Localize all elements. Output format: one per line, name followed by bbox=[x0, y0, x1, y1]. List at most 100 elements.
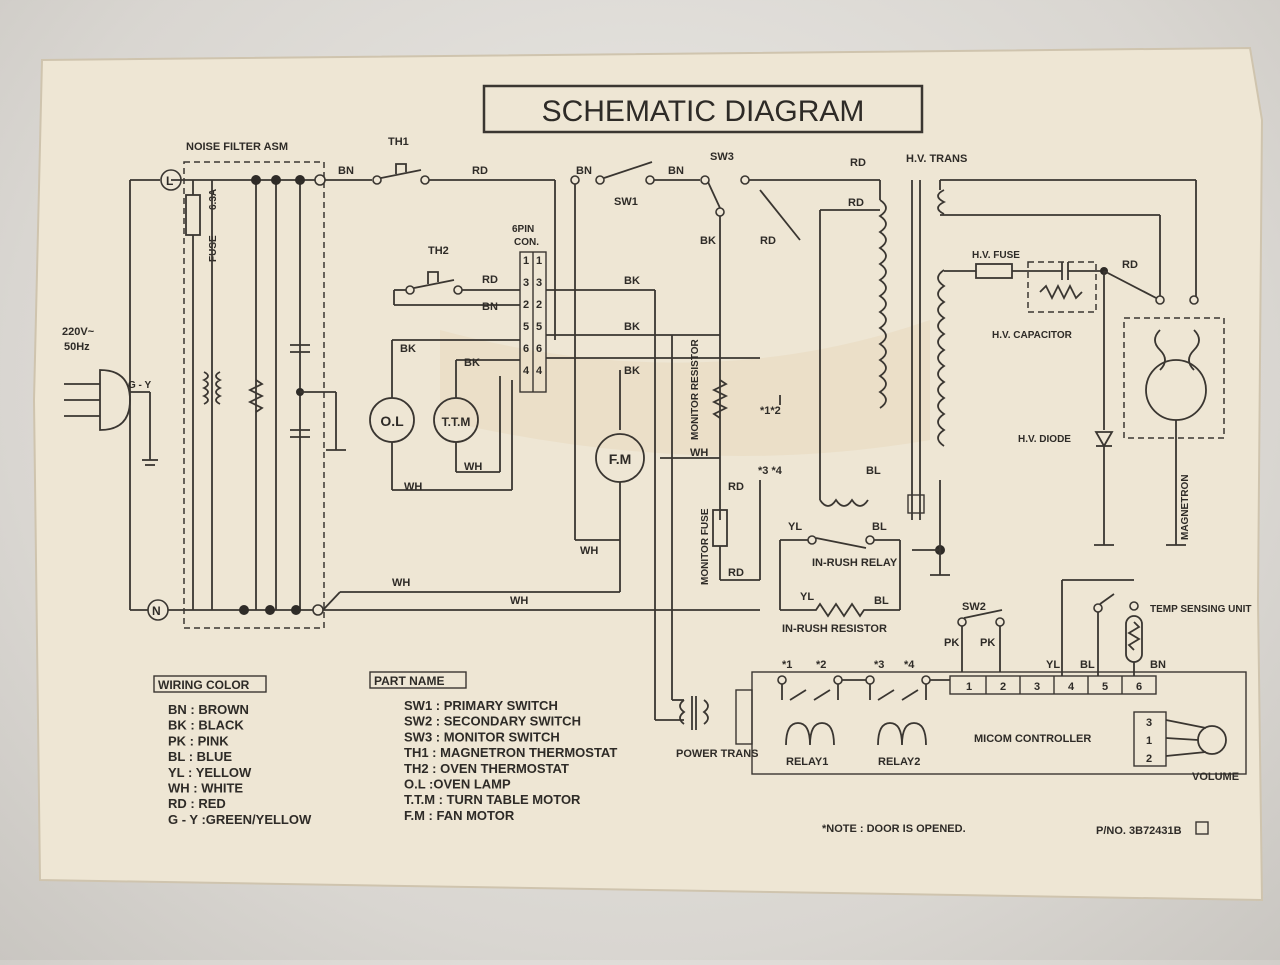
wire-label-rd-top: RD bbox=[472, 165, 488, 177]
sw2-label: SW2 bbox=[962, 601, 986, 613]
controller-board bbox=[751, 671, 1247, 775]
sw3-label: SW3 bbox=[710, 151, 734, 163]
wire-label-pk-2: PK bbox=[980, 637, 995, 649]
hv-transformer bbox=[878, 180, 947, 555]
fuse-label: FUSE bbox=[208, 235, 219, 262]
controller-pin-number: 4 bbox=[1068, 681, 1075, 693]
micom-pin-number: 2 bbox=[1146, 753, 1152, 765]
connector-pin-left: 6 bbox=[523, 343, 529, 355]
volume-control bbox=[1165, 719, 1227, 757]
power-transformer bbox=[655, 696, 709, 730]
connector-6pin-label: 6PIN bbox=[512, 224, 534, 235]
wire-label-bl-2: BL bbox=[872, 521, 887, 533]
wire-label-rd-sw3: RD bbox=[760, 235, 776, 247]
micom-controller-label: MICOM CONTROLLER bbox=[974, 733, 1091, 745]
oven-lamp-label: O.L bbox=[380, 413, 404, 429]
relay1-mark-2: *2 bbox=[816, 659, 826, 671]
paper bbox=[32, 46, 1264, 902]
magnetron bbox=[1123, 295, 1225, 546]
wire-label-wh-fm: WH bbox=[580, 545, 598, 557]
wire-label-yl-2: YL bbox=[800, 591, 814, 603]
inrush-relay-coil bbox=[819, 498, 869, 507]
th1-label: TH1 bbox=[388, 136, 409, 148]
ground-wire-label: G - Y bbox=[128, 380, 151, 391]
volume-label: VOLUME bbox=[1192, 771, 1239, 783]
wire-label-bn-sw3: BN bbox=[668, 165, 684, 177]
noise-filter-box bbox=[183, 161, 325, 629]
part-name-item: O.L :OVEN LAMP bbox=[404, 777, 511, 792]
wiring-color-item: BL : BLUE bbox=[168, 749, 232, 764]
wire-label-bl-1: BL bbox=[866, 465, 881, 477]
wiring-color-item: PK : PINK bbox=[168, 733, 229, 748]
relay1-label: RELAY1 bbox=[786, 756, 828, 768]
part-name-item: F.M : FAN MOTOR bbox=[404, 808, 515, 823]
hv-capacitor-label: H.V. CAPACITOR bbox=[992, 330, 1073, 341]
connector-pin-right: 6 bbox=[536, 343, 542, 355]
relay2-coil bbox=[877, 722, 927, 746]
fan-motor-label: F.M bbox=[609, 451, 632, 467]
relay2-label: RELAY2 bbox=[878, 756, 920, 768]
relay2-mark-4: *4 bbox=[904, 659, 915, 671]
controller-pin-number: 5 bbox=[1102, 681, 1108, 693]
connector-pin-right: 2 bbox=[536, 299, 542, 311]
wire-label-wh-ttm: WH bbox=[464, 461, 482, 473]
part-name-item: TH1 : MAGNETRON THERMOSTAT bbox=[404, 745, 617, 760]
temp-sensing-unit bbox=[1093, 593, 1143, 676]
connector-pin-left: 1 bbox=[523, 255, 529, 267]
supply-frequency: 50Hz bbox=[64, 341, 90, 353]
page-title: SCHEMATIC DIAGRAM bbox=[542, 95, 865, 128]
relay2-contacts bbox=[865, 675, 931, 701]
micom-pin-number: 1 bbox=[1146, 735, 1152, 747]
wire-label-rd-mf2: RD bbox=[728, 567, 744, 579]
wire-label-rd-th2: RD bbox=[482, 274, 498, 286]
turntable-motor-label: T.T.M bbox=[442, 415, 471, 429]
wiring-color-item: RD : RED bbox=[168, 796, 226, 811]
noise-filter-label: NOISE FILTER ASM bbox=[186, 141, 288, 153]
sw1-label: SW1 bbox=[614, 196, 638, 208]
monitor-resistor-label: MONITOR RESISTOR bbox=[690, 338, 701, 440]
connector-pin-right: 3 bbox=[536, 277, 542, 289]
controller-pin-number: 6 bbox=[1136, 681, 1142, 693]
hv-trans-label: H.V. TRANS bbox=[906, 153, 967, 165]
wire-label-bk-ol: BK bbox=[400, 343, 416, 355]
sw1-primary-switch bbox=[595, 161, 655, 185]
sw3-monitor-switch bbox=[700, 175, 880, 520]
monitor-resistor bbox=[711, 379, 729, 419]
wire-label-bn-sw1: BN bbox=[576, 165, 592, 177]
micom-connector bbox=[1133, 711, 1167, 767]
relay1-coil bbox=[785, 722, 835, 746]
relay1-contacts bbox=[777, 675, 843, 701]
inrush-resistor bbox=[780, 602, 900, 618]
magnetron-label: MAGNETRON bbox=[1180, 474, 1191, 540]
sw2-secondary-switch bbox=[957, 609, 1005, 672]
wire-label-bn-main: BN bbox=[338, 165, 354, 177]
part-name-item: T.T.M : TURN TABLE MOTOR bbox=[404, 792, 581, 807]
hv-diode-label: H.V. DIODE bbox=[1018, 434, 1071, 445]
wire-label-wh-mon: WH bbox=[690, 447, 708, 459]
part-name-item: SW2 : SECONDARY SWITCH bbox=[404, 714, 581, 729]
inrush-relay-label: IN-RUSH RELAY bbox=[812, 557, 898, 569]
wiring-color-item: YL : YELLOW bbox=[168, 765, 252, 780]
wire-label-bk-3: BK bbox=[624, 365, 640, 377]
terminal-l-label: L bbox=[166, 174, 173, 188]
terminal-n-label: N bbox=[152, 604, 161, 618]
connector-pin-left: 3 bbox=[523, 277, 529, 289]
th2-label: TH2 bbox=[428, 245, 449, 257]
wire-label-bk-1: BK bbox=[624, 275, 640, 287]
wire-label-rd-cap: RD bbox=[1122, 259, 1138, 271]
wire-label-wh-ol: WH bbox=[404, 481, 422, 493]
wire-label-bl-4: BL bbox=[1080, 659, 1095, 671]
wire-label-bk-ttm: BK bbox=[464, 357, 480, 369]
relay-contact-mark-34: *3 *4 bbox=[758, 465, 783, 477]
filter-rails bbox=[201, 175, 346, 615]
wiring-color-item: G - Y :GREEN/YELLOW bbox=[168, 812, 312, 827]
wiring-color-item: WH : WHITE bbox=[168, 781, 243, 796]
part-number: P/NO. 3B72431B bbox=[1096, 825, 1182, 837]
wire-label-wh-bottom2: WH bbox=[510, 595, 528, 607]
relay1-mark-1: *1 bbox=[782, 659, 792, 671]
wire-label-rd-mf1: RD bbox=[728, 481, 744, 493]
controller-pin-number: 2 bbox=[1000, 681, 1006, 693]
